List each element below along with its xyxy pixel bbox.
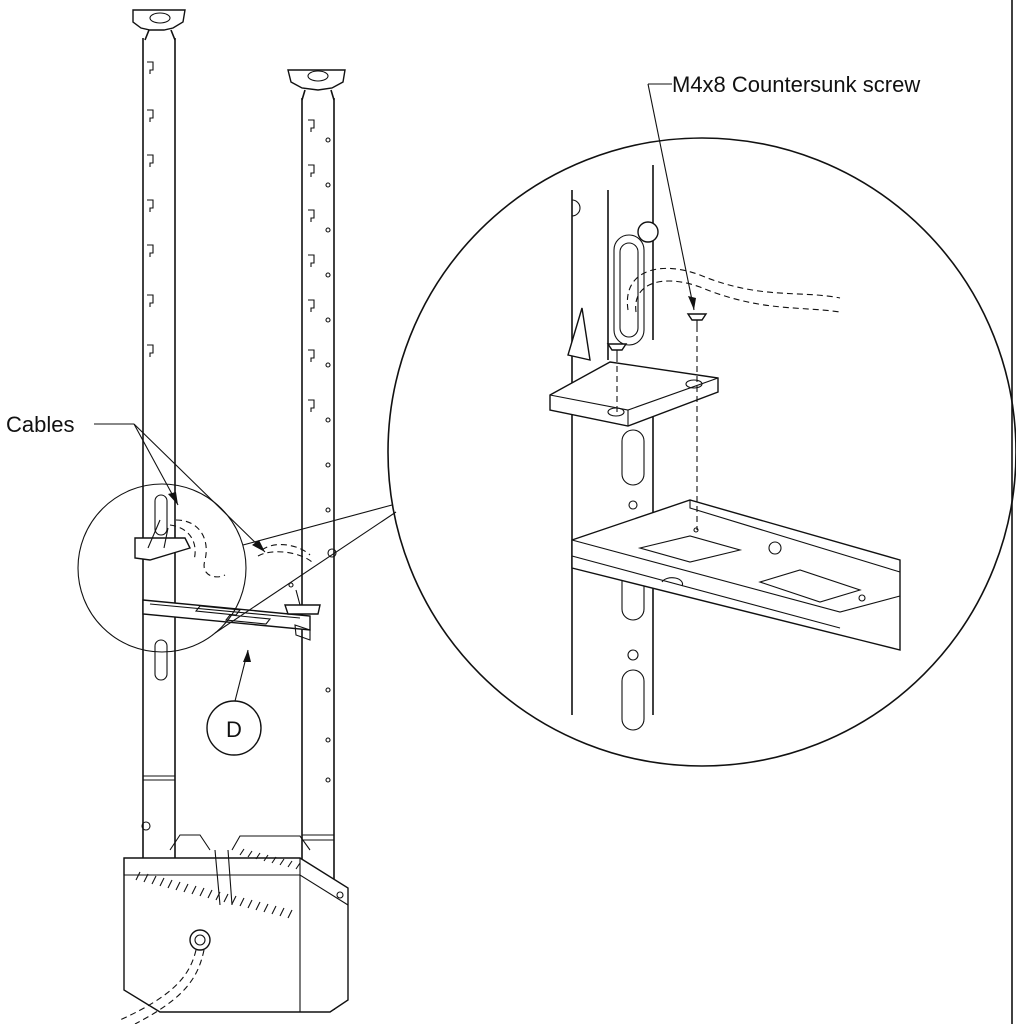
crossbar-bracket (134, 519, 321, 641)
screw-callout-label: M4x8 Countersunk screw (672, 72, 920, 97)
cables-callout-label: Cables (6, 412, 74, 437)
cable-exit (119, 949, 197, 1021)
detail-balloon (206, 700, 262, 756)
detail-balloon-label: D (226, 717, 242, 742)
screw-right (686, 313, 708, 326)
detail-circle-large (387, 137, 1016, 767)
leader-detail-d (233, 649, 251, 706)
left-column (132, 9, 186, 1000)
cables-main (169, 519, 313, 578)
detail-circle-small (77, 483, 247, 653)
leader-screw (647, 83, 696, 311)
right-column (287, 69, 346, 1010)
leader-cables (94, 423, 266, 553)
detail-connector-bottom (214, 511, 397, 634)
screw-left (606, 343, 628, 356)
base-box (123, 834, 349, 1013)
detail-connector-top (242, 504, 393, 546)
detail-view (387, 137, 1016, 767)
